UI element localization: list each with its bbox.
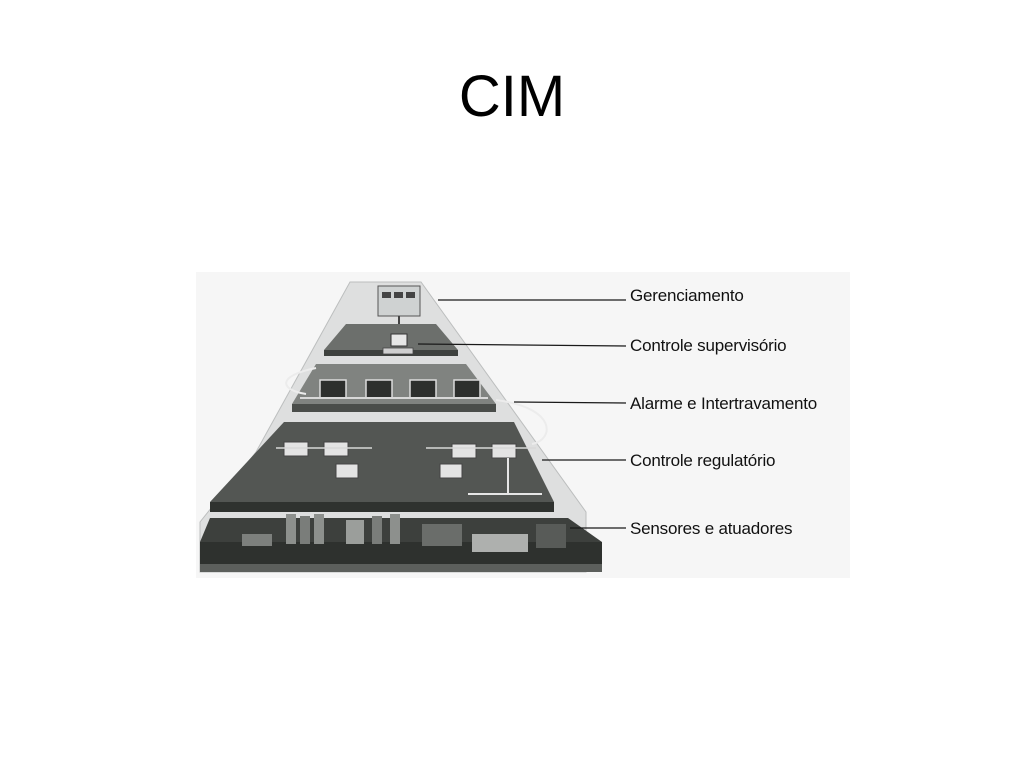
field-tank-2: [300, 516, 310, 544]
field-vessel-1: [346, 520, 364, 544]
field-equipment-1: [422, 524, 462, 546]
field-tank-5: [390, 514, 400, 544]
regulatory-controller-6: [439, 463, 463, 479]
field-equipment-3: [536, 524, 566, 548]
regulatory-controller-2: [323, 441, 349, 457]
tier-management-server: [377, 285, 421, 317]
layer-label-regulatory: Controle regulatório: [630, 451, 776, 470]
tier-supervisory-workstation: [390, 333, 408, 347]
layer-label-sensors: Sensores e atuadores: [630, 519, 793, 538]
field-pump-1: [242, 534, 272, 546]
layer-label-management: Gerenciamento: [630, 286, 744, 305]
leader-line-supervisory: [417, 343, 627, 347]
cim-pyramid-diagram: [199, 281, 602, 573]
leader-lines: [417, 299, 627, 529]
field-tank-4: [372, 516, 382, 544]
layer-label-alarm: Alarme e Intertravamento: [630, 394, 818, 413]
field-equipment-2: [472, 534, 528, 552]
layer-label-supervisory: Controle supervisório: [630, 336, 787, 355]
slide-title: CIM: [458, 64, 566, 129]
regulatory-controller-3: [335, 463, 359, 479]
cim-pyramid-figure: Gerenciamento Controle supervisório Alar…: [196, 272, 850, 578]
leader-line-alarm: [513, 401, 627, 404]
field-tank-1: [286, 514, 296, 544]
field-tank-3: [314, 514, 324, 544]
regulatory-controller-1: [283, 441, 309, 457]
